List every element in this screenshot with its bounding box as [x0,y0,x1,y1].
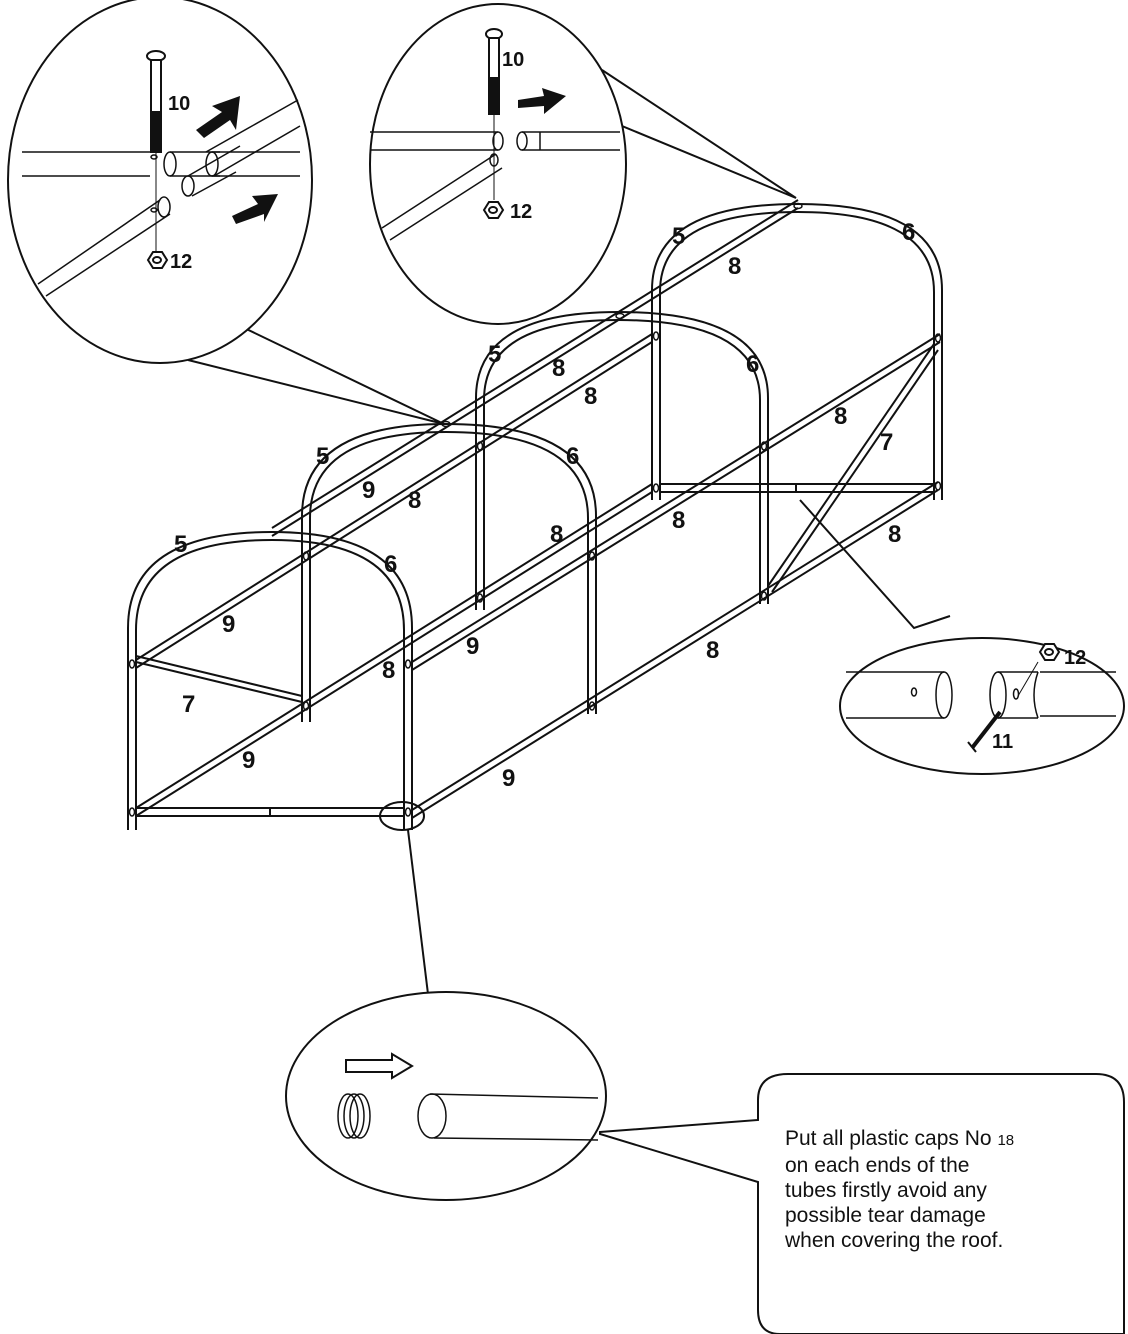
arch-third [475,310,769,610]
label-part-8: 8 [584,383,597,410]
callout-label-10: 10 [502,49,524,71]
label-part-9: 9 [242,747,255,774]
instruction-note: Put all plastic caps No 18 on each ends … [785,1126,1105,1253]
label-part-9: 9 [502,765,515,792]
label-part-6: 6 [902,219,915,246]
note-line-3: tubes firstly avoid any [785,1179,987,1202]
note-line-4: possible tear damage [785,1204,986,1227]
label-part-5: 5 [488,341,501,368]
label-part-7: 7 [182,691,195,718]
label-part-8: 8 [672,507,685,534]
speech-bubble [599,1073,1125,1334]
note-line-1: Put all plastic caps No [785,1127,992,1150]
detail-callout-end-cap [285,801,607,1201]
detail-callout-left-joint [7,0,445,425]
label-part-5: 5 [672,223,685,250]
left-upper-rail [135,333,653,669]
left-bottom-rail [135,483,653,817]
ridge-tube [271,199,799,537]
arch-second [301,422,597,722]
label-part-6: 6 [384,551,397,578]
callout-label-11: 11 [992,731,1013,753]
front-brace [135,655,303,703]
label-part-7: 7 [880,429,893,456]
right-bottom-rail [411,481,939,819]
arrow-icon [232,194,278,224]
callout-label-12: 12 [170,251,192,273]
label-part-8: 8 [834,403,847,430]
nut-12-icon [482,201,505,219]
bolt-holes [128,202,942,817]
arch-back [651,202,943,500]
nut-12-icon [1038,643,1061,661]
label-part-8: 8 [552,355,565,382]
back-base-tube [660,483,934,493]
frame-part-labels: 5 6 9 7 9 8 9 9 8 5 6 9 8 8 8 5 6 8 8 8 … [174,219,915,792]
right-upper-rail [411,333,941,671]
arrow-icon [196,96,240,138]
detail-callout-ridge-joint [369,3,797,325]
detail-callout-base-joint [799,499,1125,775]
note-line-5: when covering the roof. [785,1229,1004,1252]
label-part-9: 9 [466,633,479,660]
label-part-9: 9 [222,611,235,638]
label-part-5: 5 [316,443,329,470]
arch-front [127,530,413,830]
pin-11-icon [967,710,1002,753]
arrow-outline-icon [345,1052,414,1080]
label-part-8: 8 [550,521,563,548]
back-brace [767,343,939,593]
cap-part-number: 18 [997,1132,1015,1149]
label-part-8: 8 [888,521,901,548]
label-part-6: 6 [566,443,579,470]
label-part-6: 6 [746,351,759,378]
label-part-9: 9 [362,477,375,504]
label-part-8: 8 [382,657,395,684]
label-part-8: 8 [408,487,421,514]
callout-label-12: 12 [510,201,532,223]
label-part-8: 8 [728,253,741,280]
note-line-2: on each ends of the [785,1154,970,1177]
plastic-cap-18-icon [337,1093,371,1139]
front-base-tube [136,807,404,817]
greenhouse-frame [127,199,943,830]
callout-label-10: 10 [168,93,190,115]
bolt-10-icon [146,50,166,252]
label-part-5: 5 [174,531,187,558]
callout-label-12: 12 [1064,647,1086,669]
bolt-10-icon [485,28,503,200]
nut-12-icon [146,251,169,269]
arrow-icon [518,88,566,114]
label-part-8: 8 [706,637,719,664]
